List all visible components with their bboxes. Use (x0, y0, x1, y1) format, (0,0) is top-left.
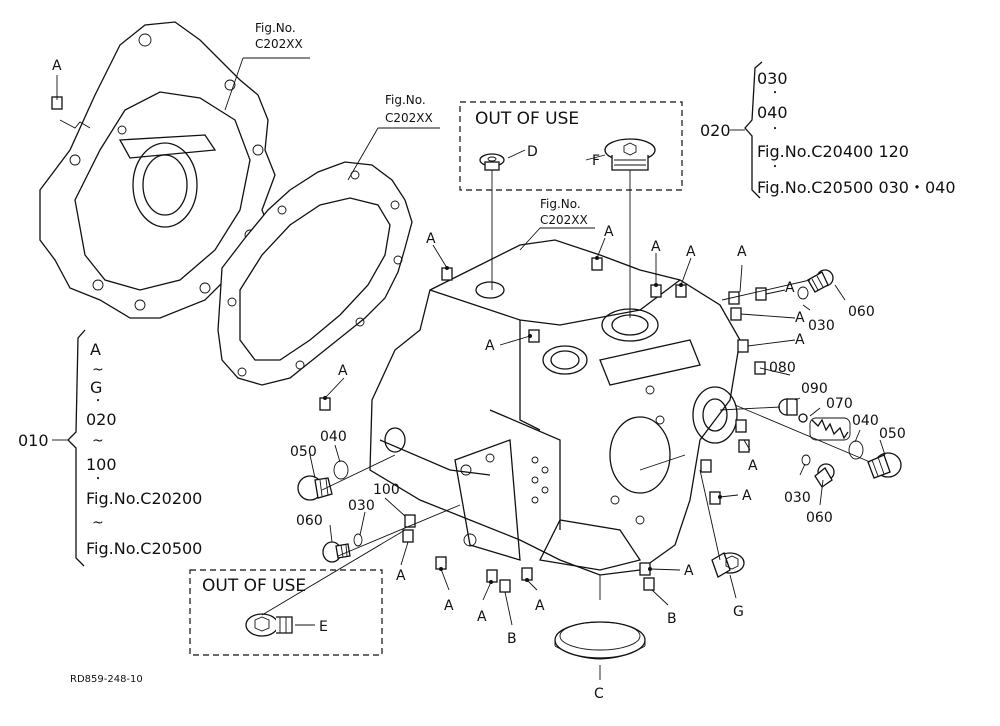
callout-a-4: A (686, 244, 696, 260)
callout-a-13: A (684, 563, 694, 579)
callout-040-right: 040 (852, 413, 879, 429)
plug-f (604, 138, 656, 171)
leader-dots (323, 256, 722, 584)
group-010-line-8: Fig.No.C20200 (86, 489, 202, 508)
callout-a-11: A (748, 458, 758, 474)
group-010-line-10: Fig.No.C20500 (86, 539, 202, 558)
group-020-line-4: Fig.No.C20400 120 (757, 142, 909, 161)
group-010-line-2: G (90, 378, 102, 397)
bracket-010 (67, 329, 86, 567)
callout-a-16: A (477, 609, 487, 625)
group-020-line-0: 030 (757, 69, 788, 88)
callout-a-14: A (396, 568, 406, 584)
callout-a-7: A (795, 310, 805, 326)
main-housing (369, 239, 741, 600)
callout-c: C (594, 686, 604, 702)
callout-d: D (527, 144, 538, 160)
group-020-line-3: ・ (770, 124, 780, 135)
callout-060-left: 060 (296, 513, 323, 529)
group-010-line-5: ~ (92, 433, 104, 449)
plug-060-right (814, 463, 835, 488)
callout-e: E (319, 619, 328, 635)
fig-ref-cover-1: Fig.No. (255, 21, 296, 35)
spring-070 (809, 417, 851, 441)
callout-060-top-right: 060 (848, 304, 875, 320)
group-020-line-2: 040 (757, 103, 788, 122)
callout-030-right: 030 (784, 490, 811, 506)
plug-d (479, 153, 505, 171)
group-010-line-7: ・ (93, 474, 103, 485)
group-020-line-5: ・ (770, 162, 780, 173)
callout-a-5: A (737, 244, 747, 260)
fig-ref-gasket-2: C202XX (385, 111, 433, 125)
callout-a-2: A (604, 224, 614, 240)
out-of-use-box-bottom (189, 569, 383, 656)
callout-030-top-right: 030 (808, 318, 835, 334)
callout-g: G (733, 604, 744, 620)
callout-a-17: A (535, 598, 545, 614)
callout-090: 090 (801, 381, 828, 397)
group-010-line-1: ~ (92, 362, 104, 378)
callout-a-8: A (795, 332, 805, 348)
callout-040-left: 040 (320, 429, 347, 445)
callout-a-9: A (485, 338, 495, 354)
fig-ref-cover-2: C202XX (255, 37, 303, 51)
callout-100: 100 (373, 482, 400, 498)
group-010-line-6: 100 (86, 455, 117, 474)
out-of-use-label-bottom: OUT OF USE (202, 576, 306, 596)
cover-c (554, 621, 646, 660)
plug-e (245, 613, 293, 637)
fig-ref-gasket-1: Fig.No. (385, 93, 426, 107)
group-020-number: 020 (700, 121, 731, 140)
group-010-number: 010 (18, 431, 49, 450)
ball-090 (798, 413, 808, 423)
oring-030-left (353, 533, 363, 547)
out-of-use-label-top: OUT OF USE (475, 109, 579, 129)
callout-080: 080 (769, 360, 796, 376)
callout-b-2: B (667, 611, 677, 627)
fig-ref-center-1: Fig.No. (540, 197, 581, 211)
group-010-line-4: 020 (86, 410, 117, 429)
callout-b-1: B (507, 631, 517, 647)
callout-060-right: 060 (806, 510, 833, 526)
oring-030-right (801, 454, 811, 466)
text-labels: Fig.No. C202XX Fig.No. C202XX Fig.No. C2… (18, 21, 956, 702)
gasket (217, 161, 413, 386)
fig-ref-center-2: C202XX (540, 213, 588, 227)
plug-g (711, 552, 745, 578)
bracket-020 (744, 61, 763, 199)
plug-050-right (867, 452, 902, 479)
oring-040-left (333, 460, 349, 480)
callout-a-3: A (651, 239, 661, 255)
valve-080 (778, 398, 798, 416)
callout-070: 070 (826, 396, 853, 412)
plug-060-top-right (807, 269, 834, 293)
oring-030-top-right (797, 286, 809, 300)
callout-030-left: 030 (348, 498, 375, 514)
callout-a-15: A (444, 598, 454, 614)
group-020-line-1: ・ (770, 88, 780, 99)
callout-a-12: A (742, 488, 752, 504)
group-010-line-3: ・ (93, 396, 103, 407)
callout-a-10: A (338, 363, 348, 379)
leader-lines (56, 57, 886, 680)
callout-f: F (592, 153, 600, 169)
out-of-use-box-top (459, 101, 683, 191)
callout-050-left: 050 (290, 444, 317, 460)
oring-040-right (848, 440, 864, 460)
group-010-line-9: ~ (92, 515, 104, 531)
plug-050-left (297, 475, 333, 501)
plug-060-left (322, 541, 351, 563)
callout-a-6: A (785, 280, 795, 296)
group-010-line-0: A (90, 340, 101, 359)
callout-a-1: A (426, 231, 436, 247)
callout-050-right: 050 (879, 426, 906, 442)
callout-a-cover: A (52, 58, 62, 74)
group-020-line-6: Fig.No.C20500 030・040 (757, 178, 956, 197)
drawing-id: RD859-248-10 (70, 674, 143, 685)
